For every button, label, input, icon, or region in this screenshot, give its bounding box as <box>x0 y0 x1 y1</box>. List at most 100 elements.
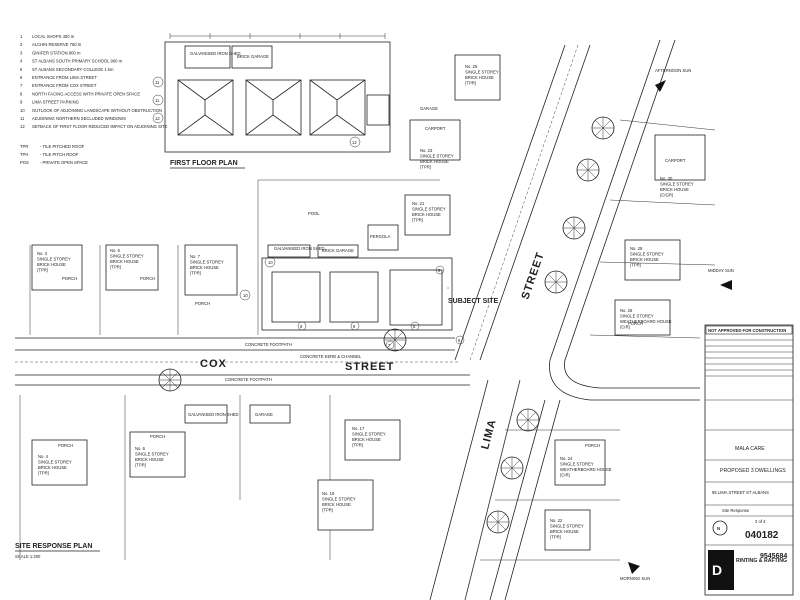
not-approved-label: NOT APPROVED FOR CONSTRUCTION <box>708 328 786 333</box>
sun-indicators: AFTERNOON SUN MIDDAY SUN MORNING SUN <box>620 68 734 581</box>
afternoon-sun-arrow-icon <box>655 80 666 92</box>
legend-item: 9 LIMA STREET PARKING <box>20 100 79 105</box>
south-garage: GARAGE <box>255 412 273 417</box>
house-label-line: SINGLE STOREY <box>560 462 594 467</box>
firm-name: RINTING & RAFTING <box>736 558 787 564</box>
house-label-line: No. 22 <box>550 518 563 523</box>
porch-label-3: PORCH <box>195 301 210 306</box>
job-number: 040182 <box>745 530 779 541</box>
house-label-line: (CIGR) <box>660 193 674 198</box>
house-label-line: No. 3 <box>37 251 48 256</box>
afternoon-sun-label: AFTERNOON SUN <box>655 68 691 73</box>
tree-icon <box>500 456 524 480</box>
legend-text: ENTRANCE FROM LIMA STREET <box>32 75 97 80</box>
house-label-line: (TPR) <box>190 271 202 276</box>
svg-text:12: 12 <box>155 116 160 121</box>
tree-icon <box>516 408 540 432</box>
legend-item: 2 ALCHIN RESERVE 750 m <box>20 42 82 47</box>
sheet-number: 2 of 4 <box>755 519 766 524</box>
house-label-line: No. 26 <box>620 308 633 313</box>
site-response-title: SITE RESPONSE PLAN <box>15 543 92 550</box>
legend-text: ST ALBANS SOUTH PRIMARY SCHOOL 900 m <box>32 59 123 64</box>
pergola-label: PERGOLA <box>370 234 390 239</box>
house-label-line: No. 28 <box>630 246 643 251</box>
porch-label-1: PORCH <box>62 276 77 281</box>
house-label-line: WEATHERBOARD HOUSE <box>560 467 612 472</box>
house-label-line: SINGLE STOREY <box>550 524 584 529</box>
house-label-line: No. 23 <box>420 148 433 153</box>
svg-text:11: 11 <box>155 80 160 85</box>
porch-south-2: PORCH <box>150 434 165 439</box>
legend-text: ALCHIN RESERVE 750 m <box>32 42 82 47</box>
project-name: PROPOSED 3 DWELLINGS <box>720 468 786 474</box>
legend-text: SETBACK OF FIRST FLOOR REDUCED IMPACT ON… <box>32 124 168 129</box>
house-label-line: (TPR) <box>38 471 50 476</box>
tree-icon <box>383 328 407 352</box>
morning-sun-label: MORNING SUN <box>620 576 650 581</box>
house-label-line: No. 19 <box>322 491 335 496</box>
legend-symbol: 12 <box>20 124 25 129</box>
first-floor-title: FIRST FLOOR PLAN <box>170 160 238 167</box>
legend-text: LIMA STREET PARKING <box>32 100 79 105</box>
house-label-line: SINGLE STOREY <box>322 497 356 502</box>
house-label-line: SINGLE STOREY <box>412 207 446 212</box>
morning-sun-arrow-icon <box>628 562 640 574</box>
brick-garage-label: BRICK GARAGE <box>322 248 354 253</box>
house-label-line: SINGLE STOREY <box>465 70 499 75</box>
conc-kerb-label: CONCRETE KERB & CHANNEL <box>300 354 362 359</box>
house-label-line: BRICK HOUSE <box>352 437 381 442</box>
abbrev-item: TPH- TILE PITCH ROOF <box>20 152 79 157</box>
legend-text: NORTH FACING ACCESS WITH PRIVATE OPEN SP… <box>32 91 140 96</box>
legend-symbol: 9 <box>20 100 23 105</box>
house-label-line: SINGLE STOREY <box>110 254 144 259</box>
abbrev-code: TPR <box>20 144 28 149</box>
tree-icon <box>158 368 182 392</box>
svg-text:6: 6 <box>458 338 461 343</box>
svg-text:10: 10 <box>268 260 273 265</box>
house-label-line: (TPR) <box>322 508 334 513</box>
legend-symbol: 8 <box>20 91 23 96</box>
midday-sun-arrow-icon <box>720 280 732 290</box>
firm-logo <box>708 550 734 590</box>
north-properties: SUBJECT SITE GALVANISED IRON SHED BRICK … <box>29 54 501 350</box>
abbrev-text: - TILE PITCHED ROOF <box>40 144 85 149</box>
svg-text:N: N <box>717 526 720 531</box>
tree-icon <box>562 216 586 240</box>
legend-symbol: 6 <box>20 75 23 80</box>
ff-brick-garage: BRICK GARAGE <box>237 54 269 59</box>
legend-symbol: 2 <box>20 42 23 47</box>
legend-item: 6 ENTRANCE FROM LIMA STREET <box>20 75 97 80</box>
house-label-line: BRICK HOUSE <box>465 75 494 80</box>
house-label-line: SINGLE STOREY <box>630 252 664 257</box>
house-label-line: SINGLE STOREY <box>352 432 386 437</box>
project-address: 95 LIMA STREET ST ALBANS <box>712 490 769 495</box>
house-label-line: (TPR) <box>630 263 642 268</box>
house-label-line: BRICK HOUSE <box>630 257 659 262</box>
scale-label: SCALE 1:200 <box>15 554 41 559</box>
legend-text: LOCAL SHOPS 400 m <box>32 34 75 39</box>
house-label-line: SINGLE STOREY <box>660 182 694 187</box>
house-label-line: BRICK HOUSE <box>420 159 449 164</box>
tree-icon <box>591 116 615 140</box>
house-label-line: (TPR) <box>37 268 49 273</box>
house-label-line: BRICK HOUSE <box>110 259 139 264</box>
house-label-line: WEATHERBOARD HOUSE <box>620 319 672 324</box>
legend-symbol: 5 <box>20 67 23 72</box>
conc-footpath-label-2: CONCRETE FOOTPATH <box>225 377 272 382</box>
subject-site-label: SUBJECT SITE <box>448 298 499 305</box>
house-label-line: SINGLE STOREY <box>190 260 224 265</box>
house-label-line: No. 24 <box>560 456 573 461</box>
legend-text: ADJOINING NORTHERN SECLUDED WINDOWS <box>32 116 126 121</box>
house-label-line: SINGLE STOREY <box>38 460 72 465</box>
house-label-line: No. 21 <box>412 201 425 206</box>
svg-text:8: 8 <box>353 324 356 329</box>
